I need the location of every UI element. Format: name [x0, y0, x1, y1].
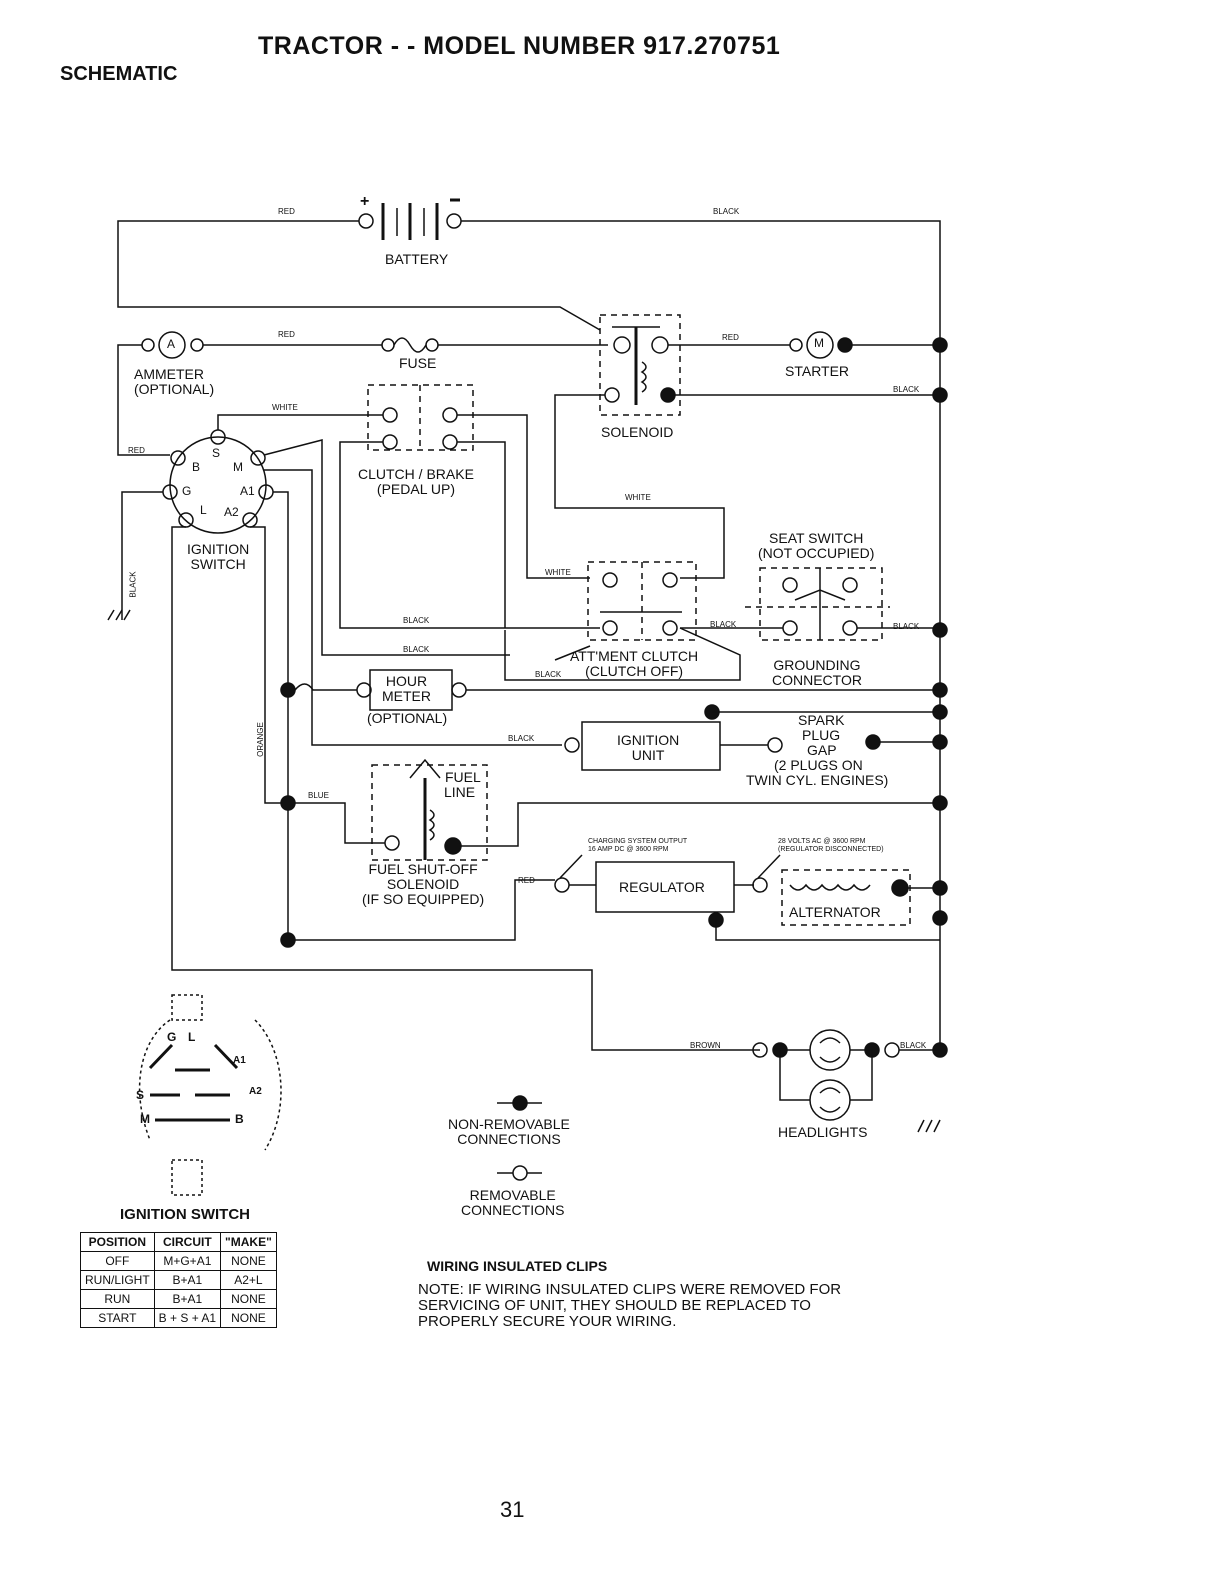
- seat-switch-label: SEAT SWITCH(NOT OCCUPIED): [758, 530, 875, 561]
- table-cell: M+G+A1: [153, 1251, 222, 1271]
- wire-label-black: BLACK: [900, 1041, 927, 1050]
- terminal-l: L: [200, 503, 207, 517]
- detail-terminal-m: M: [140, 1112, 150, 1126]
- terminal-m: M: [233, 460, 243, 474]
- ignition-switch-table: POSITION CIRCUIT "MAKE" OFF M+G+A1 NONE …: [80, 1232, 277, 1328]
- attment-clutch-label: ATT'MENT CLUTCH(CLUTCH OFF): [570, 648, 699, 679]
- wire-label-black: BLACK: [713, 207, 740, 216]
- table-cell: NONE: [220, 1251, 277, 1271]
- wire-label-black: BLACK: [710, 620, 737, 629]
- wire-label-blue: BLUE: [308, 791, 329, 800]
- table-cell: A2+L: [220, 1270, 277, 1290]
- table-header-row: POSITION CIRCUIT "MAKE": [80, 1232, 277, 1252]
- table-cell: B+A1: [153, 1270, 222, 1290]
- detail-terminal-g: G: [167, 1030, 177, 1044]
- starter-label: STARTER: [785, 363, 850, 379]
- wire-label-red: RED: [128, 446, 145, 455]
- headlights-label: HEADLIGHTS: [778, 1124, 868, 1140]
- table-cell: NONE: [220, 1308, 277, 1328]
- wire-label-black: BLACK: [403, 616, 430, 625]
- alternator-output-note: 28 VOLTS AC @ 3600 RPM(REGULATOR DISCONN…: [778, 838, 884, 853]
- wire-label-red: RED: [278, 330, 295, 339]
- terminal-s: S: [212, 446, 221, 460]
- ammeter-label: AMMETER(OPTIONAL): [134, 366, 215, 397]
- clutch-brake-label: CLUTCH / BRAKE(PEDAL UP): [358, 466, 474, 497]
- solenoid-label: SOLENOID: [601, 424, 674, 440]
- terminal-a1: A1: [240, 484, 255, 498]
- wire-label-orange: ORANGE: [255, 722, 265, 757]
- wire-label-black: BLACK: [893, 622, 920, 631]
- table-row: RUN B+A1 NONE: [80, 1289, 277, 1309]
- detail-terminal-b: B: [235, 1112, 244, 1126]
- terminal-g: G: [182, 484, 192, 498]
- fuse-label: FUSE: [399, 355, 437, 371]
- ammeter-symbol-letter: A: [167, 337, 176, 351]
- table-cell: OFF: [80, 1251, 155, 1271]
- detail-terminal-s: S: [136, 1088, 145, 1102]
- header-circuit: CIRCUIT: [153, 1232, 222, 1252]
- battery-symbol: +: [358, 193, 462, 240]
- header-position: POSITION: [80, 1232, 155, 1252]
- ammeter-symbol: [158, 331, 186, 359]
- regulator-label: REGULATOR: [619, 879, 705, 895]
- section-title: SCHEMATIC: [60, 63, 178, 85]
- table-row: OFF M+G+A1 NONE: [80, 1251, 277, 1271]
- starter-symbol: [806, 331, 834, 359]
- wire-label-black: BLACK: [535, 670, 562, 679]
- wire-label-black: BLACK: [128, 571, 138, 598]
- terminal-b: B: [192, 460, 201, 474]
- wire-label-black: BLACK: [403, 645, 430, 654]
- wire-label-white: WHITE: [545, 568, 571, 577]
- ignition-switch-detail: [138, 994, 282, 1196]
- detail-terminal-l: L: [188, 1030, 196, 1044]
- detail-terminal-a1: A1: [233, 1055, 246, 1066]
- wire-label-white: WHITE: [625, 493, 651, 502]
- detail-terminal-a2: A2: [249, 1086, 262, 1097]
- table-cell: RUN/LIGHT: [80, 1270, 155, 1290]
- notes-body: NOTE: IF WIRING INSULATED CLIPS WERE REM…: [418, 1281, 842, 1330]
- page-number: 31: [500, 1497, 525, 1522]
- table-cell: B + S + A1: [153, 1308, 222, 1328]
- wire-label-red: RED: [278, 207, 295, 216]
- page-title: TRACTOR - - MODEL NUMBER 917.270751: [258, 32, 781, 60]
- table-row: START B + S + A1 NONE: [80, 1308, 277, 1328]
- wire-label-black: BLACK: [508, 734, 535, 743]
- spark-plug-label: SPARK PLUG GAP (2 PLUGS ON TWIN CYL. ENG…: [746, 712, 889, 788]
- svg-text:+: +: [360, 193, 369, 210]
- header-make: "MAKE": [220, 1232, 277, 1252]
- wire-label-brown: BROWN: [690, 1041, 721, 1050]
- wire-label-white: WHITE: [272, 403, 298, 412]
- ignition-switch-title: IGNITION SWITCH: [120, 1206, 250, 1223]
- starter-symbol-letter: M: [814, 336, 824, 350]
- table-cell: START: [80, 1308, 155, 1328]
- terminal-a2: A2: [224, 505, 239, 519]
- table-cell: B+A1: [153, 1289, 222, 1309]
- table-row: RUN/LIGHT B+A1 A2+L: [80, 1270, 277, 1290]
- battery-label: BATTERY: [385, 251, 449, 267]
- wire-label-red: RED: [518, 876, 535, 885]
- hour-meter-optional: (OPTIONAL): [367, 710, 448, 726]
- wire-label-red: RED: [722, 333, 739, 342]
- wire-label-black: BLACK: [893, 385, 920, 394]
- alternator-label: ALTERNATOR: [789, 904, 881, 920]
- table-cell: RUN: [80, 1289, 155, 1309]
- notes-heading: WIRING INSULATED CLIPS: [427, 1258, 608, 1274]
- table-cell: NONE: [220, 1289, 277, 1309]
